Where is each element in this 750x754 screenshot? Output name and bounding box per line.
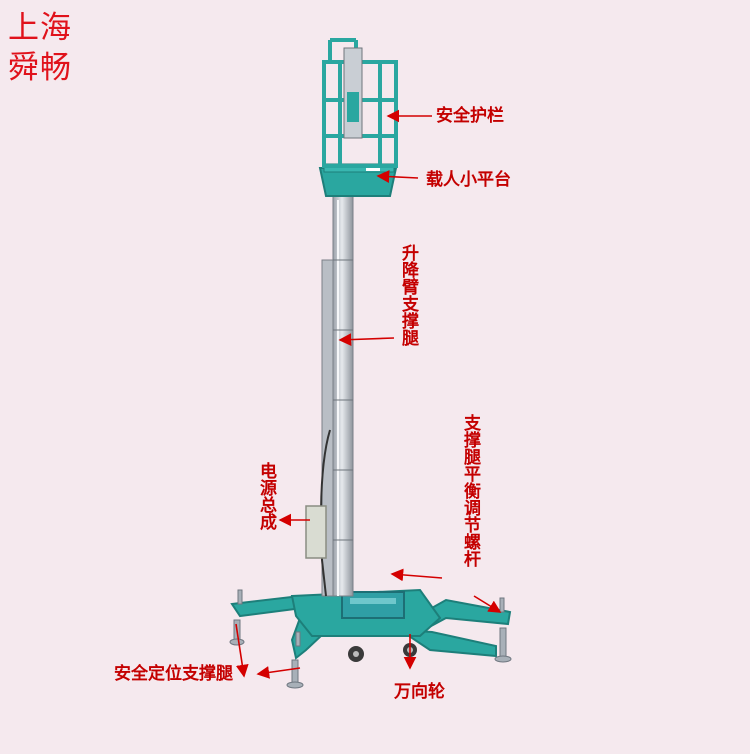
label-caster: 万向轮: [394, 682, 445, 702]
mast: [321, 195, 354, 597]
brand-line-1: 上海: [8, 10, 72, 46]
label-mast: 升降臂支撑腿: [398, 244, 418, 346]
leader-arrows: [235, 109, 502, 679]
brand-line-2: 舜畅: [8, 50, 72, 86]
label-power: 电源总成: [256, 462, 276, 530]
label-guardrail: 安全护栏: [436, 106, 504, 126]
power-box: [305, 505, 327, 559]
label-outrigger: 安全定位支撑腿: [114, 664, 233, 684]
caster-wheels: [348, 643, 417, 662]
label-leveling-screw: 支撑腿平衡调节螺杆: [460, 414, 480, 567]
label-platform: 载人小平台: [426, 170, 511, 190]
platform: [318, 163, 398, 197]
